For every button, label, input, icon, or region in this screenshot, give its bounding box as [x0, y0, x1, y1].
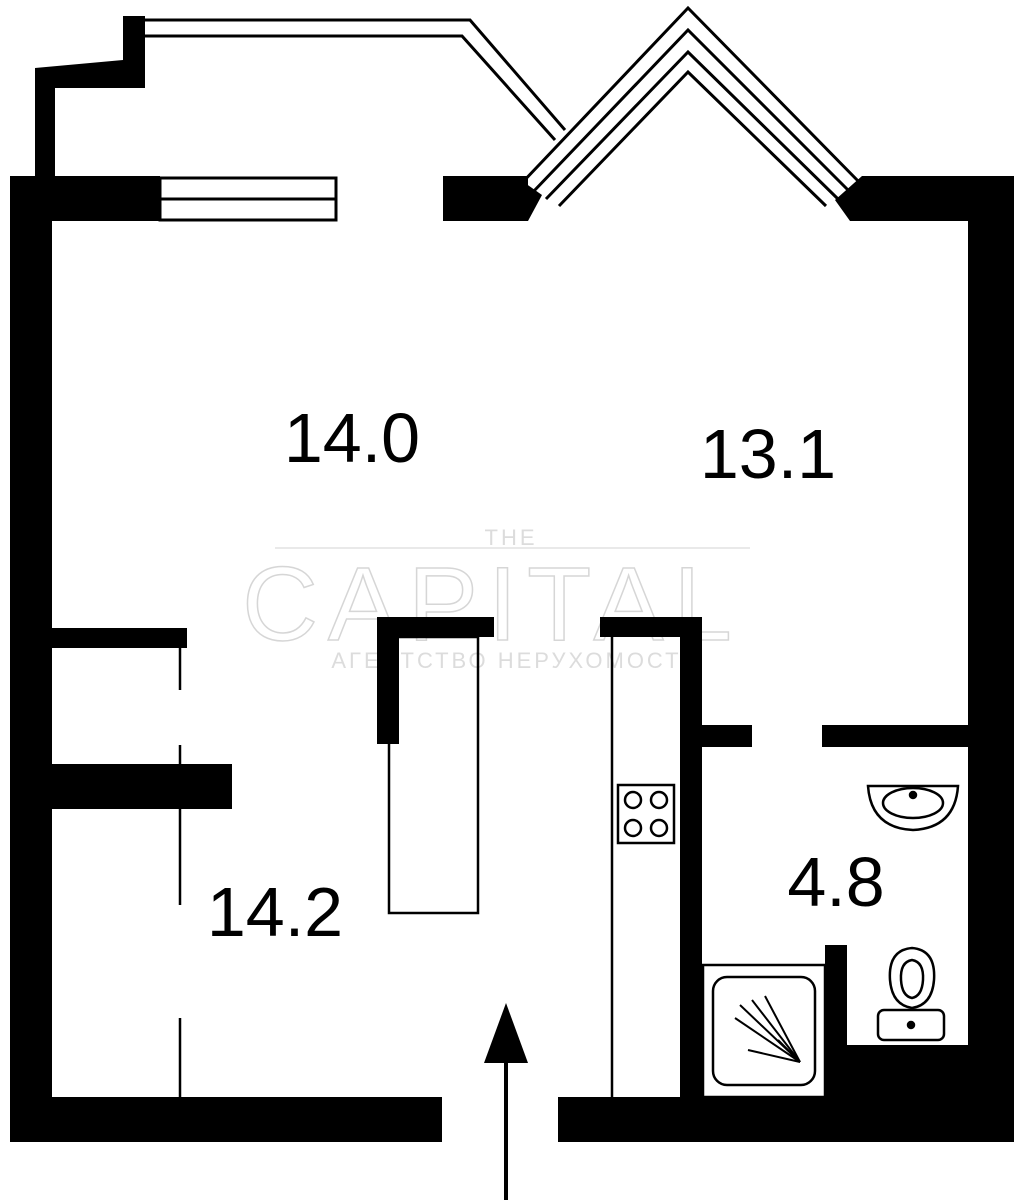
- wall-top-middle: [443, 176, 528, 221]
- kitchen-island: [387, 635, 480, 915]
- wall-kitchen-top: [600, 617, 700, 637]
- wall-kitchen-right: [680, 617, 702, 1105]
- watermark-main: CAPITAL: [242, 546, 742, 663]
- wall-closet-top: [52, 628, 187, 648]
- area-label-bathroom: 4.8: [787, 843, 884, 921]
- toilet-icon: [876, 946, 946, 1042]
- wall-closet-mid: [52, 764, 232, 809]
- partition-lines: [178, 637, 614, 1097]
- wall-top-right-corner: [835, 176, 862, 221]
- area-label-room-right-top: 13.1: [700, 415, 836, 493]
- wall-bottom-left: [10, 1097, 442, 1142]
- balcony: [35, 16, 567, 176]
- shower-icon: [701, 963, 827, 1099]
- bay-window: [518, 5, 864, 208]
- area-label-room-left-top: 14.0: [284, 399, 420, 477]
- wall-bath-bottom-block: [825, 1045, 973, 1105]
- area-label-room-left-bottom: 14.2: [207, 873, 343, 951]
- wall-bath-top-right: [822, 725, 972, 747]
- entrance-arrow-icon: [484, 1003, 528, 1200]
- wall-bath-top-left: [680, 725, 752, 747]
- interior-walls: [52, 617, 973, 1105]
- wall-island-l-top: [377, 617, 494, 637]
- window-top-left: [158, 176, 338, 222]
- watermark: THE CAPITAL АГЕНТСТВО НЕРУХОМОСТІ: [241, 525, 750, 673]
- watermark-top: THE: [485, 525, 538, 550]
- exterior-walls: [10, 176, 1014, 1142]
- wall-top-middle-corner: [515, 176, 542, 221]
- wall-right: [968, 176, 1014, 1142]
- wall-top-left: [10, 176, 160, 221]
- sink-icon: [866, 784, 960, 832]
- wall-left: [10, 176, 52, 1142]
- stove: [616, 783, 676, 845]
